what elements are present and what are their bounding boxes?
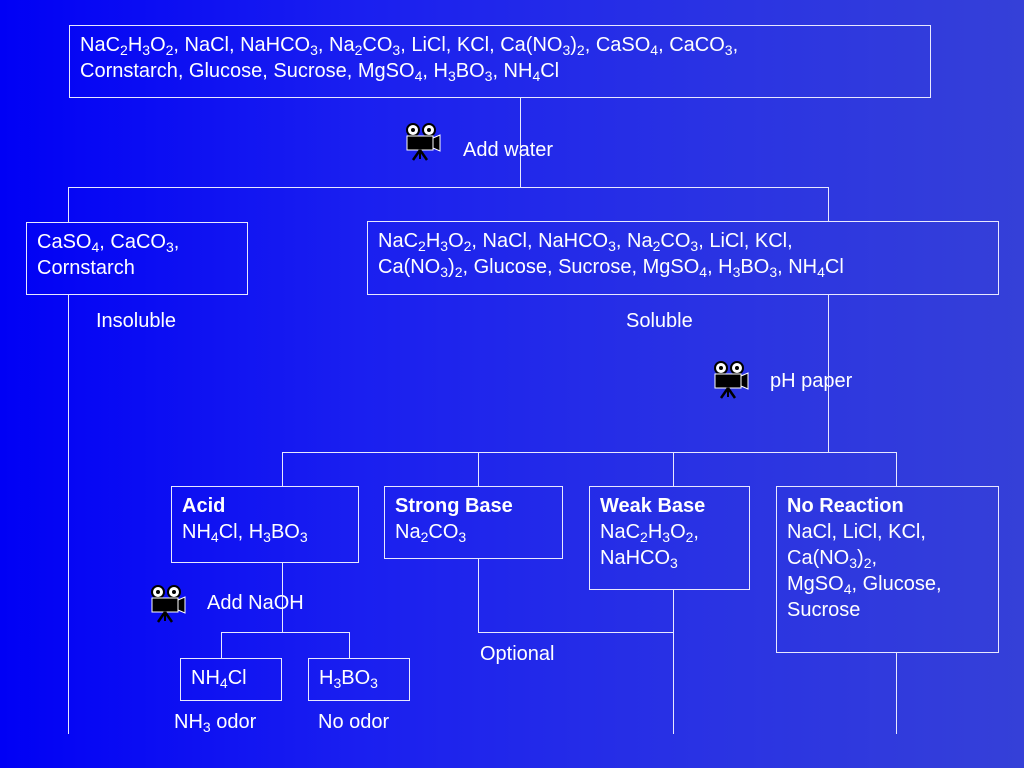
nh3-odor-label: NH3 odor	[174, 711, 257, 735]
acid-box: Acid NH4Cl, H3BO3	[171, 486, 359, 563]
movie-camera-icon[interactable]	[710, 360, 750, 400]
weak-base-line1: NaC2H3O2,	[600, 521, 699, 545]
weak-base-line2: NaHCO3	[600, 547, 678, 571]
add-water-label: Add water	[463, 139, 554, 161]
connector-line	[896, 652, 897, 734]
connector-line	[221, 632, 350, 633]
insoluble-box: CaSO4, CaCO3, Cornstarch	[26, 222, 248, 295]
soluble-box: NaC2H3O2, NaCl, NaHCO3, Na2CO3, LiCl, KC…	[367, 221, 999, 295]
connector-line	[828, 187, 829, 221]
connector-line	[68, 294, 69, 734]
connector-line	[896, 452, 897, 486]
connector-line	[478, 632, 674, 633]
no-reaction-line1: NaCl, LiCl, KCl,	[787, 521, 926, 543]
soluble-line1: NaC2H3O2, NaCl, NaHCO3, Na2CO3, LiCl, KC…	[378, 230, 793, 254]
connector-line	[282, 452, 897, 453]
no-reaction-line3: MgSO4, Glucose,	[787, 573, 942, 597]
insoluble-line2: Cornstarch	[37, 257, 135, 279]
nh4cl-text: NH4Cl	[191, 667, 247, 691]
starting-substances-box: NaC2H3O2, NaCl, NaHCO3, Na2CO3, LiCl, KC…	[69, 25, 931, 98]
weak-base-title: Weak Base	[600, 495, 706, 517]
acid-body: NH4Cl, H3BO3	[182, 521, 308, 545]
no-reaction-box: No Reaction NaCl, LiCl, KCl, Ca(NO3)2, M…	[776, 486, 999, 653]
connector-line	[349, 632, 350, 658]
connector-line	[282, 562, 283, 632]
weak-base-box: Weak Base NaC2H3O2, NaHCO3	[589, 486, 750, 590]
add-naoh-label: Add NaOH	[207, 592, 304, 614]
no-reaction-line2: Ca(NO3)2,	[787, 547, 878, 571]
optional-label: Optional	[480, 643, 555, 665]
connector-line	[520, 98, 521, 187]
movie-camera-icon[interactable]	[147, 584, 187, 624]
ph-paper-label: pH paper	[770, 370, 853, 392]
connector-line	[68, 187, 828, 188]
insoluble-line1: CaSO4, CaCO3,	[37, 231, 180, 255]
connector-line	[221, 632, 222, 658]
connector-line	[673, 452, 674, 486]
insoluble-label: Insoluble	[96, 310, 177, 332]
strong-base-title: Strong Base	[395, 495, 513, 517]
h3bo3-box: H3BO3	[308, 658, 410, 701]
movie-camera-icon[interactable]	[402, 122, 442, 162]
starting-substances-line2: Cornstarch, Glucose, Sucrose, MgSO4, H3B…	[80, 60, 560, 84]
connector-line	[68, 187, 69, 223]
strong-base-box: Strong Base Na2CO3	[384, 486, 563, 559]
h3bo3-text: H3BO3	[319, 667, 378, 691]
connector-line	[282, 452, 283, 486]
soluble-line2: Ca(NO3)2, Glucose, Sucrose, MgSO4, H3BO3…	[378, 256, 844, 280]
no-odor-label: No odor	[318, 711, 390, 733]
no-reaction-line4: Sucrose	[787, 599, 861, 621]
connector-line	[673, 590, 674, 734]
strong-base-body: Na2CO3	[395, 521, 467, 545]
nh4cl-box: NH4Cl	[180, 658, 282, 701]
connector-line	[478, 452, 479, 486]
starting-substances-line1: NaC2H3O2, NaCl, NaHCO3, Na2CO3, LiCl, KC…	[80, 34, 739, 58]
acid-title: Acid	[182, 495, 226, 517]
connector-line	[828, 294, 829, 452]
connector-line	[478, 558, 479, 632]
no-reaction-title: No Reaction	[787, 495, 904, 517]
soluble-label: Soluble	[626, 310, 693, 332]
